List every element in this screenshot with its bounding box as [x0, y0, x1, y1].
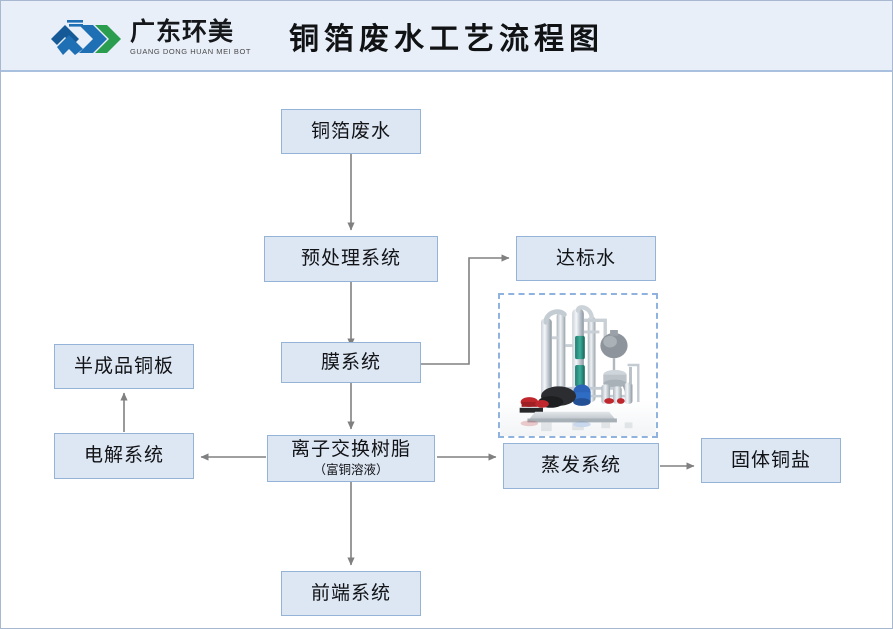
- flowchart-canvas: 铜箔废水 预处理系统 膜系统 达标水 离子交换树脂 （富铜溶液） 蒸发系统 固体…: [1, 72, 892, 628]
- node-evaporation[interactable]: 蒸发系统: [503, 443, 659, 489]
- company-name-en: GUANG DONG HUAN MEI BOT: [130, 46, 251, 56]
- node-ion-exchange-resin-label: 离子交换树脂: [290, 438, 411, 461]
- node-electrolysis-label: 电解系统: [83, 444, 164, 467]
- evaporation-equipment-illustration: [500, 295, 656, 436]
- node-semifinished-copper-plate[interactable]: 半成品铜板: [54, 344, 194, 389]
- connector-layer: [120, 154, 695, 566]
- node-membrane-label: 膜系统: [320, 350, 381, 373]
- node-standard-water-label: 达标水: [555, 246, 616, 269]
- node-pretreatment-label: 预处理系统: [300, 247, 401, 270]
- node-electrolysis[interactable]: 电解系统: [54, 433, 194, 479]
- node-evaporation-label: 蒸发系统: [540, 454, 621, 477]
- node-feed-label: 铜箔废水: [310, 119, 391, 142]
- node-solid-copper-salt-label: 固体铜盐: [730, 448, 811, 471]
- page-header: 广东环美 GUANG DONG HUAN MEI BOT 铜箔废水工艺流程图: [1, 1, 892, 72]
- company-name-cn: 广东环美: [130, 16, 235, 46]
- company-logo: 广东环美 GUANG DONG HUAN MEI BOT: [49, 17, 251, 57]
- node-semifinished-copper-plate-label: 半成品铜板: [73, 354, 174, 377]
- node-pretreatment[interactable]: 预处理系统: [264, 236, 438, 282]
- node-ion-exchange-resin-sublabel: （富铜溶液）: [313, 462, 389, 478]
- logo-text: 广东环美 GUANG DONG HUAN MEI BOT: [130, 19, 251, 56]
- edge-membrane-to-standard: [421, 254, 510, 365]
- node-standard-water[interactable]: 达标水: [516, 236, 656, 281]
- node-solid-copper-salt[interactable]: 固体铜盐: [701, 438, 841, 483]
- node-frontend-system-label: 前端系统: [310, 581, 391, 604]
- chevron-logo-icon: [51, 20, 121, 55]
- node-ion-exchange-resin[interactable]: 离子交换树脂 （富铜溶液）: [267, 435, 435, 482]
- node-feed[interactable]: 铜箔废水: [281, 109, 421, 154]
- node-frontend-system[interactable]: 前端系统: [281, 571, 421, 616]
- node-membrane[interactable]: 膜系统: [281, 342, 421, 383]
- evaporation-equipment-photo: [498, 293, 658, 438]
